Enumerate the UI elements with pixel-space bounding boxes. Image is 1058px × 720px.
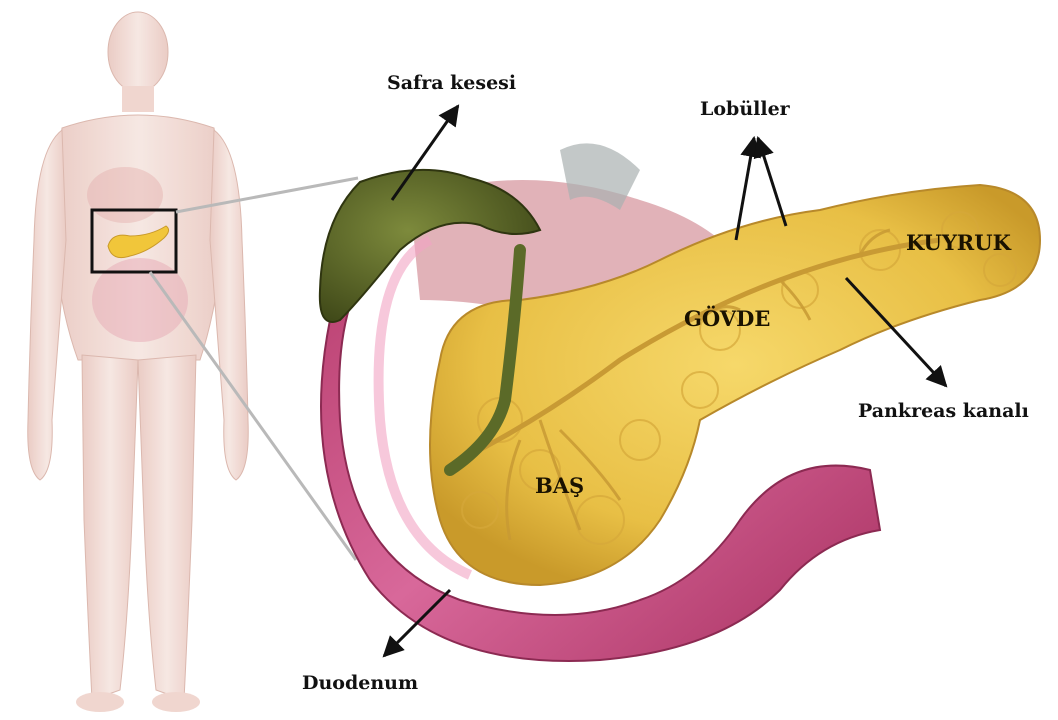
label-duodenum: Duodenum bbox=[302, 674, 418, 693]
label-lobules: Lobüller bbox=[700, 100, 790, 119]
label-head: BAŞ bbox=[535, 475, 584, 496]
label-pancreatic-duct: Pankreas kanalı bbox=[858, 402, 1029, 421]
label-body: GÖVDE bbox=[684, 308, 770, 329]
arrow-lobules-right bbox=[758, 138, 786, 226]
label-tail: KUYRUK bbox=[906, 232, 1011, 253]
label-gallbladder: Safra kesesi bbox=[387, 74, 516, 93]
